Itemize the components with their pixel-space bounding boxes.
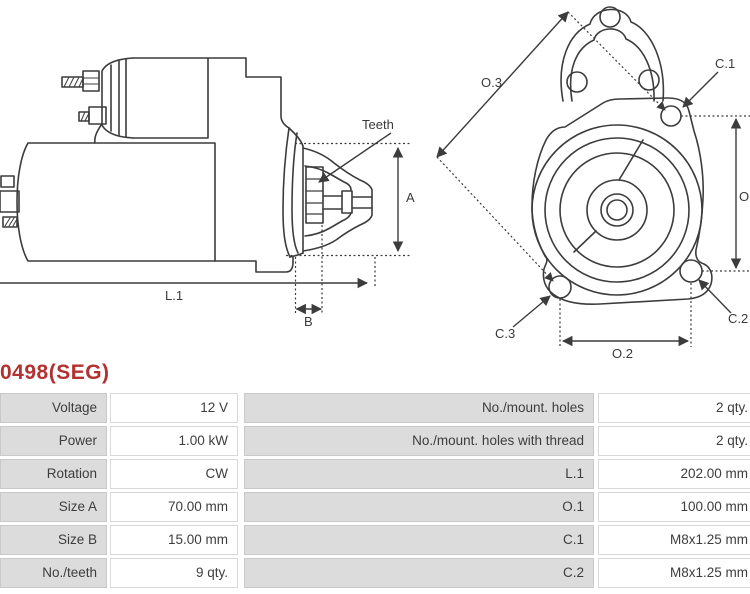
spec-value: 15.00 mm [110,525,238,555]
spec-row-size-a: Size A 70.00 mm O.1 100.00 mm [0,492,750,522]
spec-value: 9 qty. [110,558,238,588]
side-view-dimensions [0,132,410,315]
spec-row-size-b: Size B 15.00 mm C.1 M8x1.25 mm [0,525,750,555]
spec-row-rotation: Rotation CW L.1 202.00 mm [0,459,750,489]
dim-o2-label: O.2 [612,346,633,360]
spec-label: Size A [0,492,107,522]
spec-label: Voltage [0,393,107,423]
spec-value: 1.00 kW [110,426,238,456]
dim-o3-label: O.3 [481,75,502,90]
dim-a-label: A [406,190,415,205]
spec-label: Size B [0,525,107,555]
teeth-label: Teeth [362,117,394,132]
dim-b-label: B [304,314,313,329]
dim-l1-label: L.1 [165,288,183,303]
spec-value: 2 qty. [598,393,750,423]
spec-value: M8x1.25 mm [598,558,750,588]
spec-value: M8x1.25 mm [598,525,750,555]
spec-value: 100.00 mm [598,492,750,522]
spec-table: Voltage 12 V No./mount. holes 2 qty. Pow… [0,393,750,591]
starter-motor-technical-drawing: Teeth A L.1 B [0,6,750,360]
dim-c1-label: C.1 [715,56,735,71]
spec-row-power: Power 1.00 kW No./mount. holes with thre… [0,426,750,456]
spec-row-teeth: No./teeth 9 qty. C.2 M8x1.25 mm [0,558,750,588]
spec-value: 2 qty. [598,426,750,456]
spec-label: No./teeth [0,558,107,588]
dim-c3-label: C.3 [495,326,515,341]
spec-label: O.1 [244,492,594,522]
front-view-dimensions [436,11,750,347]
spec-label: Power [0,426,107,456]
dim-c2-label: C.2 [728,311,748,326]
front-view-outline [531,6,713,305]
spec-label: Rotation [0,459,107,489]
spec-label: No./mount. holes with thread [244,426,594,456]
spec-label: C.1 [244,525,594,555]
spec-label: C.2 [244,558,594,588]
spec-row-voltage: Voltage 12 V No./mount. holes 2 qty. [0,393,750,423]
spec-value: 202.00 mm [598,459,750,489]
spec-label: No./mount. holes [244,393,594,423]
spec-value: 12 V [110,393,238,423]
spec-label: L.1 [244,459,594,489]
side-view-outline [0,57,373,273]
part-number-title: 0498(SEG) [0,361,110,384]
dim-o1-label: O.1 [739,189,750,204]
spec-value: CW [110,459,238,489]
spec-value: 70.00 mm [110,492,238,522]
